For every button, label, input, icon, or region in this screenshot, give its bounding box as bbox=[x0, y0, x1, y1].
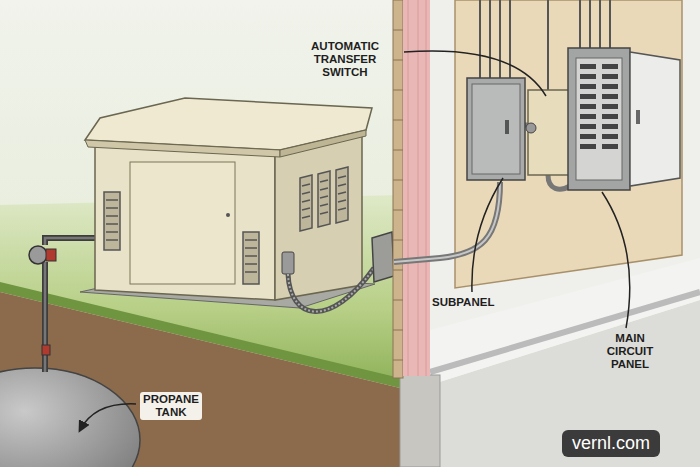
leader-line bbox=[602, 192, 630, 328]
callout-label: MAIN CIRCUIT PANEL bbox=[598, 332, 662, 372]
louvers-part bbox=[302, 176, 346, 218]
breakers-part bbox=[580, 64, 596, 69]
louvers-part bbox=[106, 200, 118, 240]
subpanel-box bbox=[467, 78, 525, 180]
breakers-part bbox=[580, 74, 596, 79]
breakers-part bbox=[580, 144, 596, 149]
gas-pipe bbox=[45, 238, 95, 372]
breakers-part bbox=[602, 134, 618, 139]
foundation bbox=[400, 375, 440, 467]
louvers-part bbox=[245, 240, 257, 272]
breakers-part bbox=[580, 124, 596, 129]
callout-label: AUTOMATIC TRANSFER SWITCH bbox=[290, 40, 400, 80]
feed-conduit bbox=[394, 182, 500, 262]
breakers-part bbox=[602, 84, 618, 89]
breakers-part bbox=[580, 114, 596, 119]
breakers-part bbox=[602, 114, 618, 119]
conduits-part bbox=[580, 0, 610, 48]
breakers-part bbox=[602, 124, 618, 129]
generator bbox=[80, 98, 394, 312]
valve bbox=[46, 249, 56, 261]
conduits bbox=[480, 0, 610, 90]
siding-laps bbox=[393, 30, 403, 360]
louvers-part bbox=[336, 167, 348, 223]
access-door bbox=[130, 162, 235, 284]
breakers-part bbox=[580, 84, 596, 89]
junction-box bbox=[372, 232, 394, 282]
breaker-field bbox=[576, 58, 622, 180]
door-latch bbox=[636, 110, 640, 124]
roof-edge bbox=[85, 140, 280, 157]
conduits-part bbox=[547, 0, 549, 90]
breakers-part bbox=[602, 64, 618, 69]
gas-pipe-highlight bbox=[45, 238, 95, 372]
leader-lines bbox=[80, 51, 630, 430]
breakers-part bbox=[602, 144, 618, 149]
louvers-part bbox=[104, 192, 120, 250]
callout-label: SUBPANEL bbox=[432, 296, 494, 309]
louvers bbox=[104, 167, 348, 284]
louvers-part bbox=[318, 171, 330, 227]
subpanel-door bbox=[472, 84, 520, 174]
insulation-texture bbox=[408, 0, 426, 376]
outlet-box bbox=[282, 252, 294, 274]
panel-door-open bbox=[630, 52, 680, 186]
callout-label: PROPANE TANK bbox=[140, 392, 202, 420]
siding bbox=[393, 0, 403, 378]
breakers-part bbox=[580, 134, 596, 139]
breakers bbox=[580, 64, 618, 149]
transfer-switch-knob bbox=[526, 123, 536, 133]
feed-conduit-highlight bbox=[394, 182, 500, 262]
generator-front bbox=[95, 142, 275, 300]
main-panel-box bbox=[568, 48, 630, 190]
watermark: vernl.com bbox=[562, 430, 660, 457]
door-latch bbox=[226, 213, 230, 217]
conduits-part bbox=[480, 0, 510, 78]
flex-conduit bbox=[288, 268, 374, 312]
house bbox=[393, 0, 700, 467]
leader-arrow bbox=[80, 404, 136, 430]
regulator bbox=[29, 246, 47, 264]
insulation bbox=[403, 0, 430, 376]
flex-conduit-ribs bbox=[288, 268, 374, 312]
tank-body bbox=[0, 368, 140, 467]
baseboard bbox=[430, 292, 700, 372]
transfer-switch-box bbox=[528, 90, 570, 175]
louvers-part bbox=[300, 175, 312, 231]
leader-line bbox=[404, 51, 546, 96]
valve bbox=[42, 345, 50, 355]
breakers-part bbox=[602, 104, 618, 109]
louvers-part bbox=[243, 232, 259, 284]
roof-edge bbox=[280, 130, 366, 157]
plywood-board bbox=[455, 0, 682, 288]
leader-line bbox=[472, 178, 503, 292]
breakers-part bbox=[580, 104, 596, 109]
breakers-part bbox=[602, 94, 618, 99]
breakers-part bbox=[602, 74, 618, 79]
subpanel-latch bbox=[505, 120, 509, 134]
breakers-part bbox=[580, 94, 596, 99]
